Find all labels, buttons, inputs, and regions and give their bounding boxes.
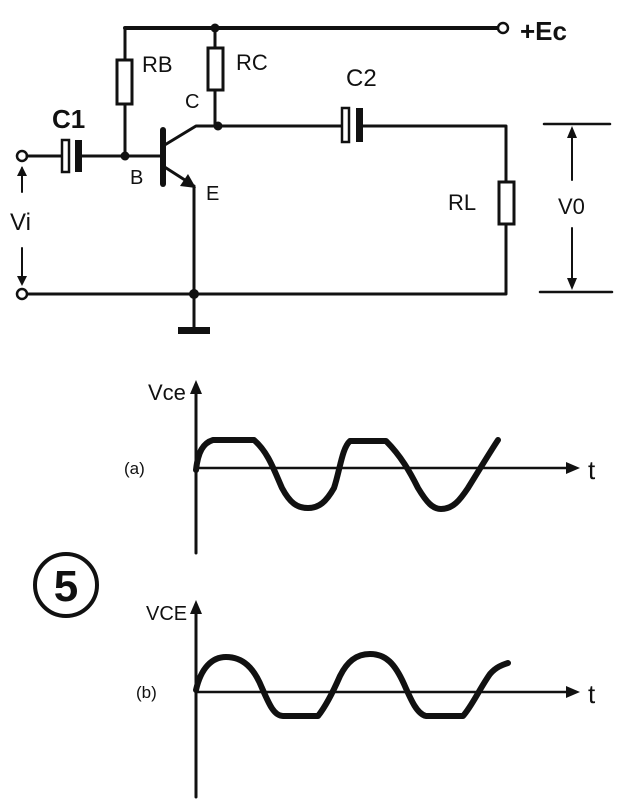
vi-arrow-down-icon [17,276,27,286]
rb-label: RB [142,52,173,77]
transistor-collector-lead [161,124,217,148]
graph-b-ylabel: VCE [146,603,187,625]
rc-label: RC [236,50,268,75]
graph-a-tag: (a) [124,459,145,478]
graph-a-x-arrow-icon [566,462,580,474]
figure-number-badge: 5 [33,552,99,618]
vo-arrow-up-icon [567,126,577,138]
supply-terminal [496,21,510,35]
rl-resistor [497,180,516,226]
graph-b-x-arrow-icon [566,686,580,698]
rc-resistor [206,46,225,92]
figure-number: 5 [54,562,78,611]
graph-a-ylabel: Vce [148,380,186,405]
output-wire [361,124,508,184]
c2-label: C2 [346,65,377,92]
graph-b-tag: (b) [136,683,157,702]
c1-plate-right [75,140,82,172]
graph-b-xlabel: t [588,679,596,709]
c2-plate-left [340,106,351,144]
figure-number-circle [33,552,99,618]
graph-a-y-arrow-icon [190,380,202,394]
ground-symbol-icon [178,327,210,334]
npn-transistor [160,124,217,296]
transistor-emitter-lead [161,164,190,184]
vi-arrow-up-icon [17,166,27,176]
vo-arrow-down-icon [567,278,577,290]
rb-resistor [115,58,134,106]
input-terminal-bottom [15,287,29,301]
ground-rail [18,222,508,296]
graph-b: VCE t (b) [136,600,596,799]
collector-label: C [185,91,199,113]
base-label: B [130,167,143,189]
rl-label: RL [448,190,476,215]
c1-label: C1 [52,104,85,134]
supply-label: +Ec [520,16,567,46]
base-junction-dot [120,151,130,161]
graph-a-xlabel: t [588,455,596,485]
vi-label: Vi [10,209,31,236]
c1-plate-left [60,138,71,174]
circuit-diagram: +Ec RB RC C1 B C E [10,16,614,334]
graph-a: Vce t (a) [124,380,596,555]
graph-b-y-arrow-icon [190,600,202,614]
emitter-label: E [206,183,219,205]
emitter-arrow-icon [180,174,196,188]
graph-a-waveform [193,437,501,512]
graph-b-waveform [193,651,511,719]
c2-plate-right [356,108,363,142]
vo-label: V0 [558,194,585,219]
